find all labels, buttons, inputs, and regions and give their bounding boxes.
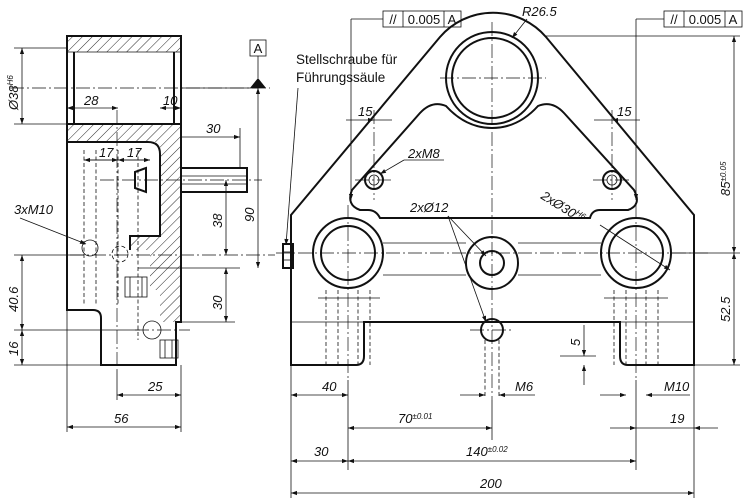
datum-triangle: [250, 78, 266, 88]
dim-bore: Ø38H6: [6, 75, 21, 111]
dim-56: 56: [114, 411, 129, 426]
svg-text://: //: [670, 12, 678, 27]
svg-text:A: A: [448, 12, 457, 27]
dim-30: 30: [314, 444, 329, 459]
front-set-screw: [282, 243, 294, 269]
dim-m6: M6: [515, 379, 534, 394]
label-2x12: 2xØ12: [409, 200, 449, 215]
dim-85: 85±0.05: [718, 161, 733, 196]
dim-30-low: 30: [210, 295, 225, 310]
dim-28: 28: [83, 93, 99, 108]
svg-text:0.005: 0.005: [408, 12, 441, 27]
dim-90: 90: [242, 207, 257, 222]
hatch-top-section: [67, 36, 181, 52]
dim-40-6: 40.6: [6, 286, 21, 312]
dim-40: 40: [322, 379, 337, 394]
dim-10: 10: [163, 93, 178, 108]
dim-19: 19: [670, 411, 684, 426]
tolerance-frame-right: // 0.005 A: [633, 10, 743, 200]
dim-140: 140±0.02: [466, 444, 508, 459]
side-outline: [66, 35, 182, 366]
dim-25: 25: [147, 379, 163, 394]
dim-17a: 17: [99, 145, 114, 160]
note-line-1: Stellschraube für: [296, 52, 398, 67]
set-screw-note: Stellschraube für Führungssäule: [284, 52, 398, 246]
dim-200: 200: [479, 476, 502, 491]
datum-box: [249, 39, 267, 57]
datum-label: A: [254, 41, 263, 56]
svg-text:A: A: [729, 12, 738, 27]
svg-text:0.005: 0.005: [689, 12, 722, 27]
dim-30-top: 30: [206, 121, 221, 136]
set-screw: [180, 167, 248, 193]
front-view: // 0.005 A // 0.005 A R26.5 15 15 2xM8: [276, 4, 743, 498]
svg-text://: //: [389, 12, 397, 27]
dim-15-right: 15: [617, 104, 632, 119]
dim-38: 38: [210, 213, 225, 228]
dim-5: 5: [568, 338, 583, 346]
tolerance-frame-left: // 0.005 A: [348, 10, 462, 200]
front-outline: [290, 11, 695, 366]
hatch-mid-section: [67, 124, 181, 142]
dim-r26-5: R26.5: [522, 4, 557, 19]
label-3xm10: 3xM10: [14, 202, 54, 217]
label-2x30: 2xØ30H6: [538, 187, 588, 226]
note-line-2: Führungssäule: [296, 70, 385, 85]
dim-70: 70±0.01: [398, 411, 432, 426]
side-view: A Ø38H6 28 10 17 17 30 38 90 30 3xM10: [6, 35, 275, 432]
dim-16: 16: [6, 341, 21, 356]
inner-pocket: [349, 103, 638, 219]
dim-52-5: 52.5: [718, 296, 733, 322]
dim-17b: 17: [127, 145, 142, 160]
label-2xm8: 2xM8: [407, 146, 441, 161]
hatch-right-wall: [130, 142, 181, 322]
dim-15-left: 15: [358, 104, 373, 119]
dim-m10: M10: [664, 379, 690, 394]
